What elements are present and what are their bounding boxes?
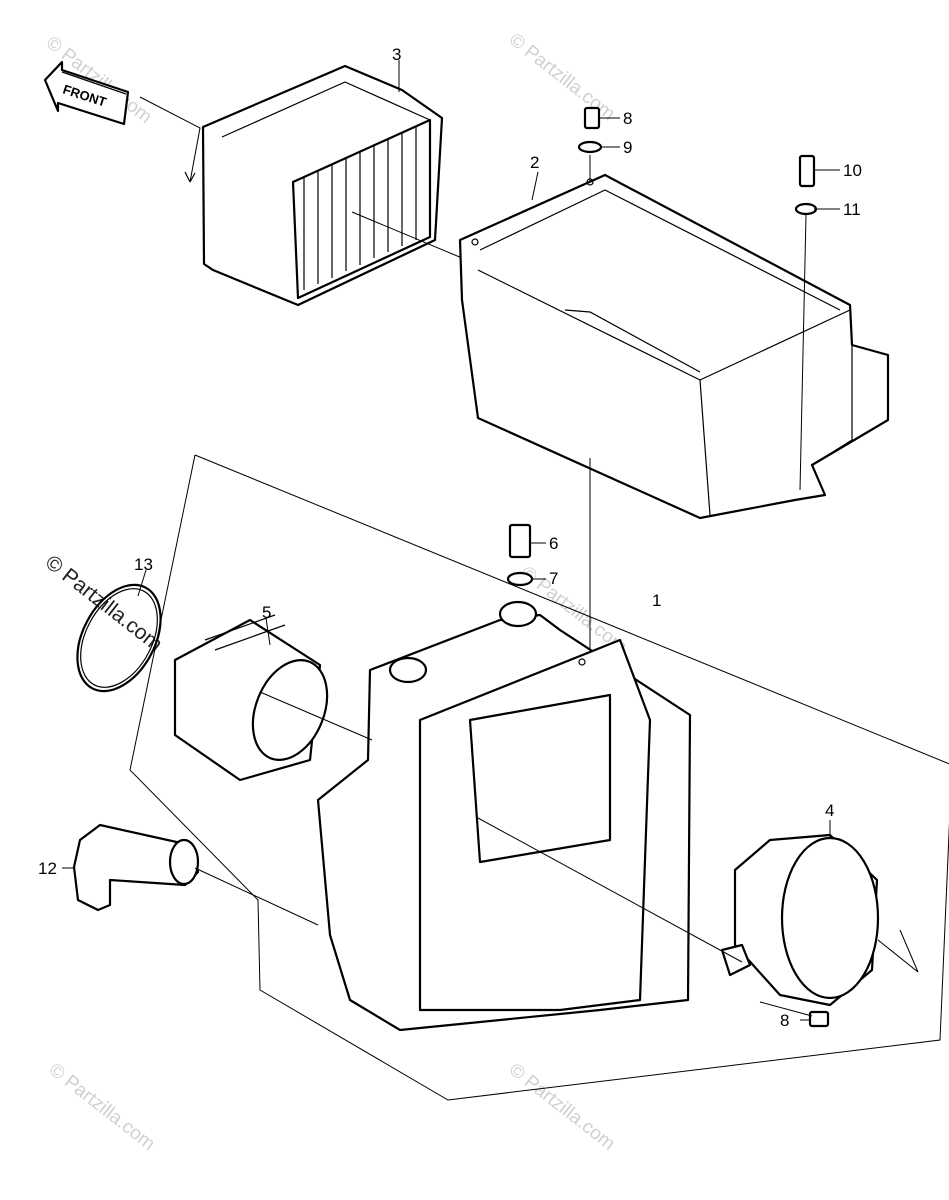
callout-1: 1 bbox=[652, 591, 661, 610]
watermark-bottom-center: © Partzilla.com bbox=[505, 1059, 619, 1154]
callout-labels: 1 2 3 4 5 6 7 8 8 9 10 11 12 13 bbox=[38, 45, 862, 1030]
air-box-part-1 bbox=[316, 600, 692, 1032]
front-arrow: FRONT bbox=[43, 60, 201, 183]
callout-8-bottom: 8 bbox=[780, 1011, 789, 1030]
intake-cap-part-4 bbox=[477, 817, 919, 1028]
watermark-bottom-left: © Partzilla.com bbox=[45, 1059, 159, 1154]
callout-2: 2 bbox=[530, 153, 539, 172]
assembly-outline-part-1 bbox=[129, 454, 949, 1101]
callout-6: 6 bbox=[549, 534, 558, 553]
filter-element-part-3 bbox=[201, 60, 463, 307]
callout-13: 13 bbox=[134, 555, 153, 574]
cover-part-2 bbox=[458, 171, 890, 520]
o-ring-part-13 bbox=[76, 569, 162, 693]
callout-8-top: 8 bbox=[623, 109, 632, 128]
callout-4: 4 bbox=[825, 801, 834, 820]
callout-9: 9 bbox=[623, 138, 632, 157]
callout-3: 3 bbox=[392, 45, 401, 64]
callout-11: 11 bbox=[843, 200, 861, 219]
screw-washer-10-11 bbox=[794, 154, 840, 491]
screw-washer-8-9 bbox=[577, 106, 620, 182]
bolt-washer-6-7 bbox=[506, 458, 591, 668]
callout-7: 7 bbox=[549, 569, 558, 588]
hose-part-12 bbox=[62, 823, 319, 926]
callout-5: 5 bbox=[262, 603, 271, 622]
watermark-top-center: © Partzilla.com bbox=[505, 29, 619, 124]
duct-part-5 bbox=[173, 614, 373, 782]
callout-10: 10 bbox=[843, 161, 862, 180]
filter-pleats bbox=[303, 127, 417, 290]
callout-12: 12 bbox=[38, 859, 57, 878]
